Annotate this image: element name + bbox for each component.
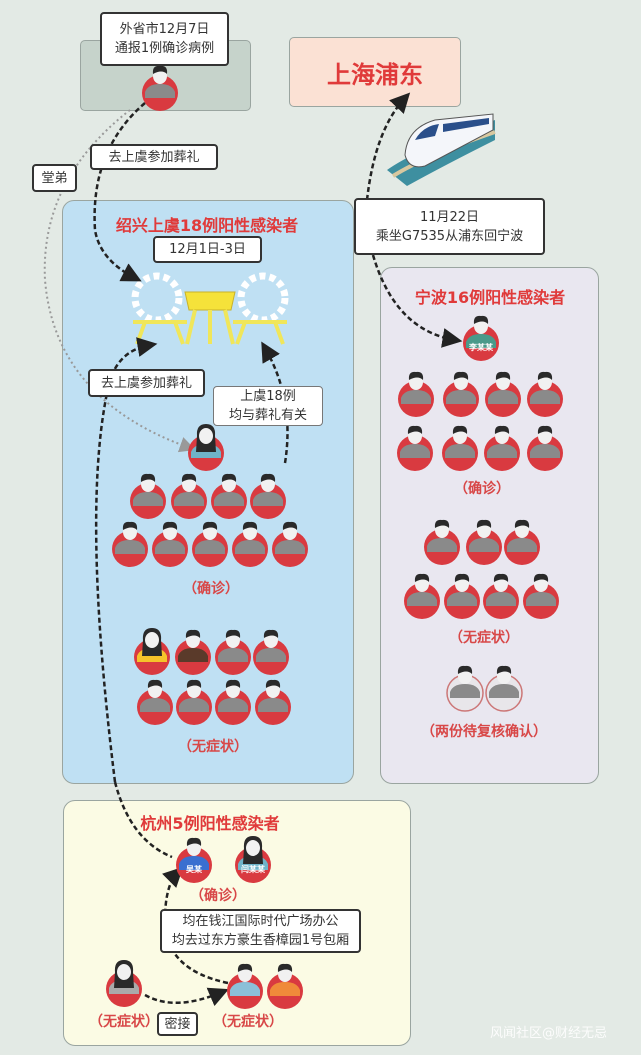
shaoxing-asymptomatic-person	[251, 626, 291, 676]
ningbo-index-person: 李某某	[461, 312, 501, 362]
train-trip-note: 11月22日 乘坐G7535从浦东回宁波	[354, 198, 545, 255]
ningbo-pending-label: （两份待复核确认）	[421, 724, 547, 740]
shaoxing-asymptomatic-person	[132, 626, 172, 676]
note-line: 乘坐G7535从浦东回宁波	[375, 228, 524, 244]
hangzhou-asymptomatic-label-1: （无症状）	[89, 1014, 159, 1030]
ningbo-asymptomatic-label: （无症状）	[449, 630, 519, 646]
hangzhou-asymptomatic-person	[225, 960, 265, 1010]
ningbo-asymptomatic-person	[442, 570, 482, 620]
shaoxing-confirmed-person	[150, 518, 190, 568]
ningbo-asymptomatic-person	[521, 570, 561, 620]
train-icon	[387, 113, 496, 186]
hangzhou-common-location-note: 均在钱江国际时代广场办公 均去过东方豪生香樟园1号包厢	[160, 909, 361, 953]
note-line: 11月22日	[419, 209, 480, 225]
note-line: 均在钱江国际时代广场办公	[182, 914, 339, 929]
person-name-tag: 闫某某	[241, 865, 265, 874]
shaoxing-confirmed-person	[230, 518, 270, 568]
shaoxing-confirmed-person	[190, 518, 230, 568]
ningbo-asymptomatic-person	[422, 516, 462, 566]
shaoxing-asymptomatic-person	[213, 676, 253, 726]
hangzhou-confirmed-person: 吴某	[174, 834, 214, 884]
watermark: 风闻社区@财经无忌	[490, 1026, 608, 1041]
shaoxing-confirmed-person	[248, 470, 288, 520]
funeral-wreath-icon	[131, 272, 289, 345]
shaoxing-confirmed-label: （确诊）	[183, 581, 239, 597]
hangzhou-asymptomatic-person	[265, 960, 305, 1010]
ningbo-confirmed-person	[395, 422, 435, 472]
shaoxing-confirmed-person	[209, 470, 249, 520]
shaoxing-title: 绍兴上虞18例阳性感染者	[115, 216, 299, 235]
ningbo-confirmed-person	[482, 422, 522, 472]
label-text: 堂弟	[41, 170, 68, 186]
funeral-trip-label: 去上虞参加葬礼	[90, 144, 218, 170]
shaoxing-confirmed-person	[169, 470, 209, 520]
shaoxing-confirmed-person	[270, 518, 310, 568]
shaoxing-asymptomatic-label: （无症状）	[178, 739, 248, 755]
person-name-tag: 吴某	[186, 865, 202, 874]
ningbo-asymptomatic-person	[502, 516, 542, 566]
date-text: 12月1日-3日	[169, 242, 246, 257]
ningbo-confirmed-person	[525, 422, 565, 472]
person-name-tag: 李某某	[469, 343, 493, 352]
ningbo-confirmed-person	[441, 368, 481, 418]
ningbo-pending-person	[445, 662, 485, 712]
ningbo-confirmed-label: （确诊）	[454, 481, 510, 497]
shanghai-pudong-box: 上海浦东	[289, 37, 461, 107]
hangzhou-confirmed-person: 闫某某	[233, 834, 273, 884]
ningbo-confirmed-person	[396, 368, 436, 418]
hangzhou-asymptomatic-person	[104, 958, 144, 1008]
shaoxing-confirmed-person	[110, 518, 150, 568]
origin-case-note: 外省市12月7日 通报1例确诊病例	[100, 12, 229, 66]
shaoxing-asymptomatic-person	[173, 626, 213, 676]
close-contact-label: 密接	[157, 1012, 198, 1036]
cousin-person	[186, 422, 226, 472]
hangzhou-confirmed-label: （确诊）	[190, 888, 246, 904]
note-line: 外省市12月7日	[119, 22, 210, 37]
hangzhou-title: 杭州5例阳性感染者	[140, 814, 280, 833]
ningbo-title: 宁波16例阳性感染者	[414, 288, 566, 307]
ningbo-asymptomatic-person	[481, 570, 521, 620]
label-text: 去上虞参加葬礼	[108, 149, 200, 165]
ningbo-confirmed-person	[440, 422, 480, 472]
label-text: 去上虞参加葬礼	[100, 375, 192, 391]
ningbo-pending-person	[484, 662, 524, 712]
shaoxing-asymptomatic-person	[253, 676, 293, 726]
origin-case-person	[140, 62, 180, 112]
shaoxing-confirmed-person	[128, 470, 168, 520]
ningbo-asymptomatic-person	[464, 516, 504, 566]
shaoxing-asymptomatic-person	[135, 676, 175, 726]
funeral-trip-label-2: 去上虞参加葬礼	[88, 369, 205, 397]
ningbo-confirmed-person	[525, 368, 565, 418]
hangzhou-asymptomatic-label-2: （无症状）	[213, 1014, 283, 1030]
note-line: 上虞18例	[240, 389, 296, 404]
note-line: 通报1例确诊病例	[114, 41, 215, 56]
label-text: 密接	[164, 1016, 191, 1032]
cousin-label: 堂弟	[32, 164, 77, 192]
ningbo-confirmed-person	[483, 368, 523, 418]
shaoxing-asymptomatic-person	[174, 676, 214, 726]
funeral-date: 12月1日-3日	[153, 236, 262, 263]
note-line: 均与葬礼有关	[228, 408, 307, 423]
ningbo-asymptomatic-person	[402, 570, 442, 620]
shaoxing-asymptomatic-person	[213, 626, 253, 676]
shanghai-title: 上海浦东	[327, 60, 423, 89]
funeral-related-note: 上虞18例 均与葬礼有关	[213, 386, 323, 426]
note-line: 均去过东方豪生香樟园1号包厢	[171, 933, 350, 948]
